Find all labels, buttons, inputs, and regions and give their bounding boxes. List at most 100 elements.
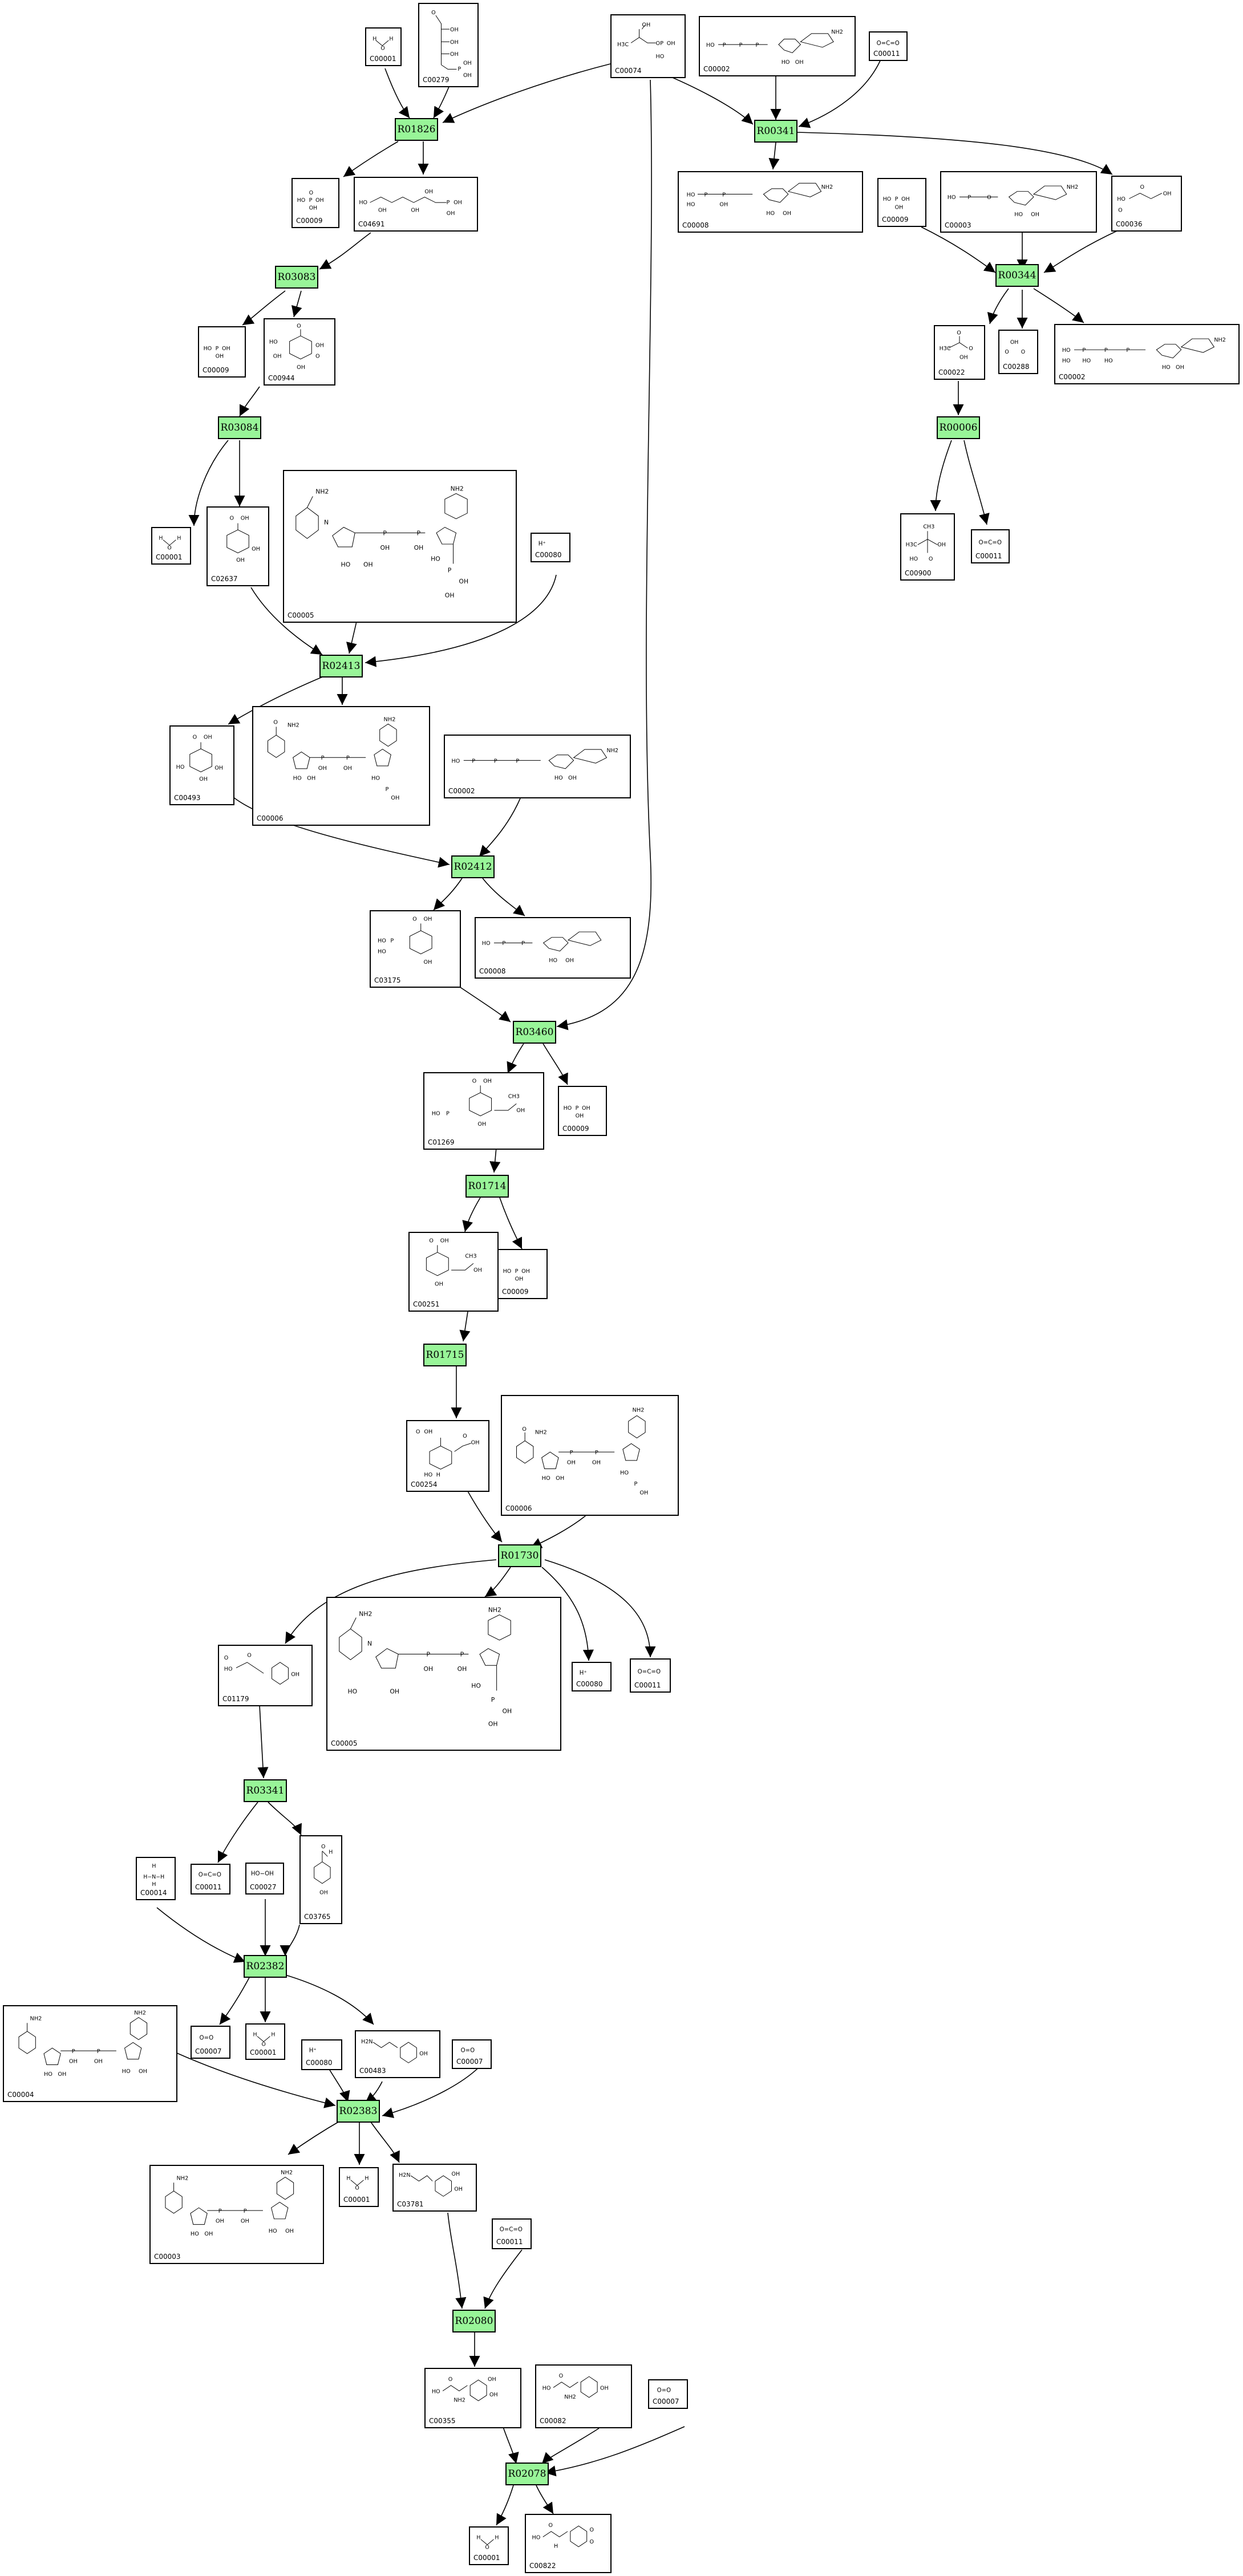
compound-box[interactable]: HO O H O O C00822 bbox=[525, 2514, 612, 2573]
compound-box[interactable]: O=C=O C00011 bbox=[191, 1864, 230, 1895]
compound-box[interactable]: HO O OH O OH OH C00944 bbox=[264, 318, 335, 386]
compound-id: C00005 bbox=[288, 611, 314, 619]
compound-box[interactable]: O=O C00007 bbox=[452, 2039, 492, 2069]
svg-text:P: P bbox=[309, 197, 313, 204]
compound-box[interactable]: HO P P P NH2 HO OH C00002 bbox=[444, 735, 631, 798]
compound-box[interactable]: O NH2 P P OH OH NH2 HO OH HO P OH C00006 bbox=[501, 1395, 679, 1516]
compound-box[interactable]: OH O O C00288 bbox=[998, 330, 1038, 374]
compound-box[interactable]: O=C=O C00011 bbox=[869, 31, 908, 61]
svg-text:OH: OH bbox=[463, 72, 472, 79]
compound-box[interactable]: O OH O OH HO H C00254 bbox=[406, 1420, 489, 1492]
compound-box[interactable]: O=O C00007 bbox=[191, 2026, 230, 2059]
compound-box[interactable]: O HO O OH C01179 bbox=[218, 1645, 313, 1706]
compound-box[interactable]: H⁺ C00080 bbox=[531, 533, 570, 562]
svg-text:OH: OH bbox=[445, 592, 455, 599]
compound-box[interactable]: HO−OH C00027 bbox=[245, 1863, 284, 1895]
reaction-node[interactable]: R03460 bbox=[513, 1021, 556, 1044]
molecule-structure: HO O H O O bbox=[532, 2522, 594, 2550]
reaction-node[interactable]: R01730 bbox=[498, 1544, 541, 1567]
svg-text:O: O bbox=[412, 916, 417, 923]
compound-box[interactable]: HO P OH OH C00009 bbox=[198, 326, 246, 378]
compound-box[interactable]: HO P P HO OH C00008 bbox=[475, 917, 631, 979]
svg-text:H3C: H3C bbox=[940, 346, 951, 352]
compound-box[interactable]: HO P OH OH C00009 bbox=[558, 1086, 607, 1136]
compound-box[interactable]: H⁺ C00080 bbox=[301, 2039, 342, 2070]
reaction-node[interactable]: R02078 bbox=[505, 2463, 549, 2485]
compound-box[interactable]: HO P P P NH2 HO OH C00002 bbox=[699, 16, 856, 76]
compound-box[interactable]: O=C=O C00011 bbox=[630, 1658, 671, 1693]
compound-box[interactable]: HO P OH OH C00009 bbox=[877, 178, 926, 227]
compound-box[interactable]: O H OH C03765 bbox=[299, 1835, 342, 1924]
compound-box[interactable]: CH3 H3C OH HO O C00900 bbox=[900, 513, 955, 581]
compound-id: C00251 bbox=[413, 1300, 440, 1308]
reaction-node[interactable]: R02080 bbox=[452, 2310, 496, 2332]
compound-box[interactable]: H O H C00001 bbox=[469, 2526, 509, 2565]
compound-box[interactable]: H⁺ C00080 bbox=[572, 1662, 612, 1691]
svg-text:O=C=O: O=C=O bbox=[877, 40, 900, 47]
molecule-structure: O=O bbox=[461, 2047, 475, 2054]
reaction-node[interactable]: R01715 bbox=[423, 1344, 467, 1366]
reaction-node[interactable]: R02412 bbox=[451, 855, 495, 878]
compound-box[interactable]: O=C=O C00011 bbox=[492, 2218, 532, 2249]
svg-text:H: H bbox=[436, 1472, 440, 1478]
compound-id: C00036 bbox=[1116, 220, 1143, 228]
compound-box[interactable]: H2N OH OH C03781 bbox=[392, 2164, 477, 2212]
compound-box[interactable]: NH2 P P OH OH NH2 HO OH HO OH C00003 bbox=[149, 2165, 324, 2264]
compound-box[interactable]: O=C=O C00011 bbox=[971, 529, 1010, 563]
svg-text:O: O bbox=[315, 354, 320, 360]
compound-box[interactable]: O OH OH OH P OH OH C00279 bbox=[418, 3, 479, 87]
compound-box[interactable]: O OH HO P HO OH C03175 bbox=[370, 910, 461, 988]
svg-text:OH: OH bbox=[378, 207, 387, 213]
compound-id: C00001 bbox=[156, 553, 183, 561]
svg-text:HO: HO bbox=[359, 200, 367, 206]
svg-text:P: P bbox=[660, 40, 663, 47]
molecule-structure: O=C=O bbox=[978, 539, 1001, 546]
svg-text:H: H bbox=[329, 1849, 333, 1856]
compound-box[interactable]: HO P OH OH C00009 bbox=[497, 1249, 548, 1299]
compound-box[interactable]: HO P OH O OH C00009 bbox=[291, 178, 339, 228]
reaction-node[interactable]: R03084 bbox=[218, 416, 261, 439]
compound-box[interactable]: H2N OH C00483 bbox=[355, 2030, 440, 2078]
compound-box[interactable]: H O H C00001 bbox=[339, 2167, 379, 2207]
compound-box[interactable]: HO P O NH2 HO OH C00003 bbox=[940, 171, 1097, 233]
reaction-node[interactable]: R03083 bbox=[275, 266, 318, 289]
svg-text:OH: OH bbox=[285, 2228, 294, 2234]
compound-box[interactable]: O NH2 P P OH OH NH2 HO OH HO P OH C00006 bbox=[252, 706, 430, 826]
compound-box[interactable]: H O H C00001 bbox=[245, 2023, 285, 2060]
compound-box[interactable]: H O H C00001 bbox=[365, 27, 402, 66]
reaction-node[interactable]: R00344 bbox=[995, 264, 1039, 287]
compound-box[interactable]: H3C O O OH C00022 bbox=[934, 325, 985, 380]
reaction-node[interactable]: R00341 bbox=[754, 120, 797, 143]
compound-box[interactable]: HO O NH2 OH OH C00355 bbox=[424, 2368, 521, 2428]
svg-text:O: O bbox=[230, 516, 234, 522]
compound-box[interactable]: O OH CH3 OH HO P OH C01269 bbox=[423, 1072, 544, 1150]
compound-box[interactable]: H H−N−H H C00014 bbox=[136, 1857, 176, 1900]
compound-box[interactable]: HO OH O O C00036 bbox=[1111, 176, 1182, 232]
reaction-node[interactable]: R01826 bbox=[395, 118, 438, 141]
reaction-node[interactable]: R02382 bbox=[244, 1955, 287, 1978]
compound-box[interactable]: OH H3C O P OH HO C00074 bbox=[610, 14, 686, 78]
svg-text:P: P bbox=[321, 755, 325, 761]
svg-text:HO: HO bbox=[883, 196, 892, 202]
svg-text:O: O bbox=[355, 2185, 359, 2192]
compound-box[interactable]: NH2 N P P OH OH NH2 HO OH HO P OH OH C00… bbox=[283, 470, 517, 623]
compound-box[interactable]: HO P P P HO HO HO NH2 HO OH C00002 bbox=[1054, 324, 1240, 384]
compound-box[interactable]: HO P P HO OH NH2 HO OH C00008 bbox=[678, 171, 863, 233]
compound-box[interactable]: O OH OH OH C02637 bbox=[207, 506, 269, 586]
compound-box[interactable]: HO OH OH OH P OH OH C04691 bbox=[354, 177, 478, 232]
molecule-structure: HO OH OH OH P OH OH bbox=[359, 189, 462, 217]
compound-box[interactable]: NH2 N P P OH OH NH2 HO OH HO P OH OH C00… bbox=[326, 1597, 561, 1751]
reaction-node[interactable]: R01714 bbox=[465, 1175, 509, 1198]
compound-box[interactable]: HO O NH2 OH C00082 bbox=[535, 2364, 632, 2428]
reaction-node[interactable]: R00006 bbox=[937, 416, 980, 439]
compound-box[interactable]: O=O C00007 bbox=[648, 2379, 688, 2409]
compound-box[interactable]: O OH HO OH OH C00493 bbox=[169, 725, 234, 805]
molecule-structure: HO P P P HO HO HO NH2 HO OH bbox=[1062, 337, 1226, 371]
compound-box[interactable]: O OH CH3 OH OH C00251 bbox=[408, 1232, 499, 1312]
reaction-node[interactable]: R02413 bbox=[319, 655, 363, 678]
molecule-structure: H3C O O OH bbox=[940, 330, 973, 360]
compound-box[interactable]: H O H C00001 bbox=[151, 527, 191, 565]
reaction-node[interactable]: R03341 bbox=[244, 1779, 287, 1802]
compound-box[interactable]: NH2 P P OH OH NH2 HO OH HO OH C00004 bbox=[3, 2005, 177, 2102]
reaction-node[interactable]: R02383 bbox=[337, 2100, 380, 2123]
